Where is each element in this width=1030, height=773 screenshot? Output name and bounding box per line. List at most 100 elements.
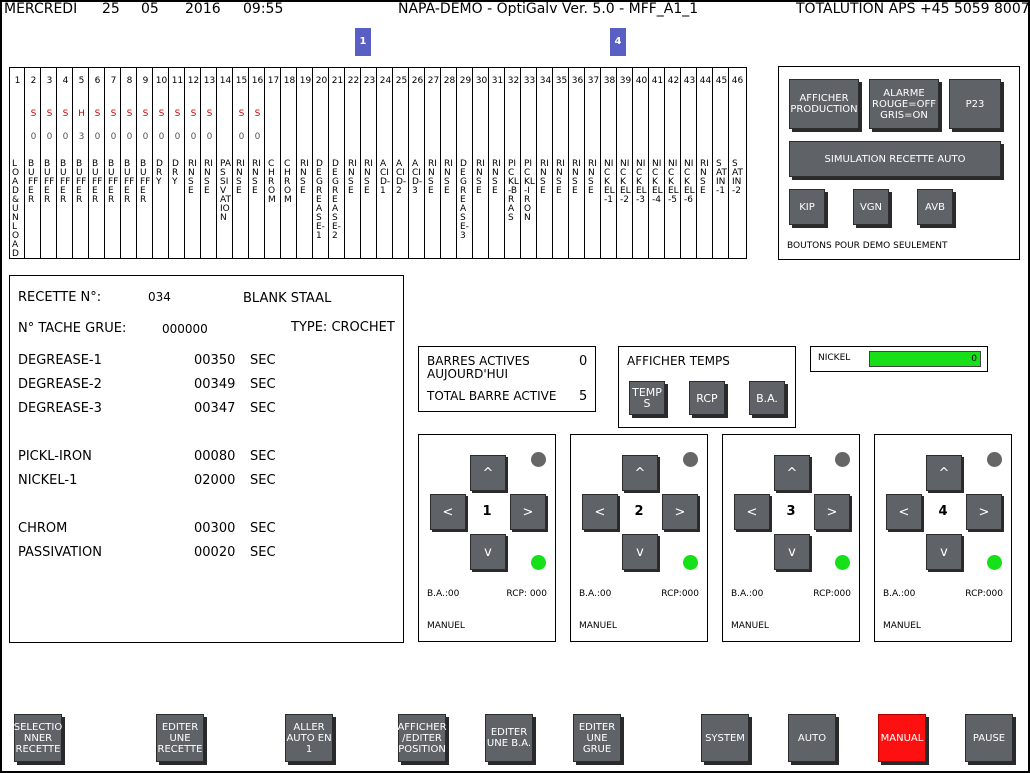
temps-button[interactable]: TEMP S (629, 381, 665, 415)
crane-id: 3 (786, 503, 796, 519)
p23-button[interactable]: P23 (949, 79, 1001, 129)
vgn-button[interactable]: VGN (853, 189, 889, 225)
crane-down-button[interactable]: v (926, 534, 962, 570)
crane-down-button[interactable]: v (470, 534, 506, 570)
crane-right-button[interactable]: > (510, 494, 546, 530)
alarme-button[interactable]: ALARME ROUGE=OFF GRIS=ON (869, 79, 939, 129)
crane-up-button[interactable]: ^ (622, 455, 658, 491)
crane-left-button[interactable]: < (734, 494, 770, 530)
crane-up-button[interactable]: ^ (470, 455, 506, 491)
tank-name: PICKL-IRON (524, 159, 535, 223)
crane-up-button[interactable]: ^ (774, 455, 810, 491)
crane-left-button[interactable]: < (430, 494, 466, 530)
crane-status-led-on (531, 555, 546, 570)
crane-left-button[interactable]: < (582, 494, 618, 530)
auto-button[interactable]: AUTO (788, 714, 836, 762)
crane-down-button[interactable]: v (774, 534, 810, 570)
step-unit: SEC (250, 353, 276, 368)
position-button[interactable]: AFFICHER /EDITER POSITION (397, 714, 447, 762)
system-button[interactable]: SYSTEM (701, 714, 749, 762)
crane-left-button[interactable]: < (886, 494, 922, 530)
tank-status: S (206, 109, 213, 119)
tank-number: 4 (62, 76, 69, 86)
tank-name: CHROM (268, 159, 276, 205)
crane-right-button[interactable]: > (966, 494, 1002, 530)
nickel-bar-track: 0 (869, 351, 981, 367)
tank-name: BUFFER (92, 159, 103, 205)
tank-name: RINSE (300, 159, 309, 196)
crane-status-led-off (987, 452, 1002, 467)
pause-button[interactable]: PAUSE (965, 714, 1013, 762)
crane-right-button[interactable]: > (814, 494, 850, 530)
edit-crane-button[interactable]: EDITER UNE GRUE (573, 714, 621, 762)
step-unit: SEC (250, 449, 276, 464)
tank-status: S (174, 109, 181, 119)
rcp-button[interactable]: RCP (689, 381, 725, 415)
edit-ba-button[interactable]: EDITER UNE B.A. (485, 714, 533, 762)
edit-recipe-button[interactable]: EDITER UNE RECETTE (156, 714, 204, 762)
step-time: 00020 (194, 545, 236, 560)
afficher-production-button[interactable]: AFFICHER PRODUCTION (789, 79, 859, 129)
manual-button[interactable]: MANUAL (878, 714, 926, 762)
tank-status: S (94, 109, 101, 119)
kip-button[interactable]: KIP (789, 189, 825, 225)
ba-button[interactable]: B.A. (749, 381, 785, 415)
tank-number: 39 (619, 76, 632, 86)
crane-right-button[interactable]: > (662, 494, 698, 530)
auto1-button[interactable]: ALLER AUTO EN 1 (285, 714, 333, 762)
tank-number: 23 (363, 76, 376, 86)
select-button[interactable]: SELECTIO NNER RECETTE (14, 714, 62, 762)
simulation-recette-auto-button[interactable]: SIMULATION RECETTE AUTO (789, 141, 1001, 177)
avb-button[interactable]: AVB (917, 189, 953, 225)
crane-up-button[interactable]: ^ (926, 455, 962, 491)
crane-down-button[interactable]: v (622, 534, 658, 570)
tank-count: 3 (78, 132, 85, 142)
